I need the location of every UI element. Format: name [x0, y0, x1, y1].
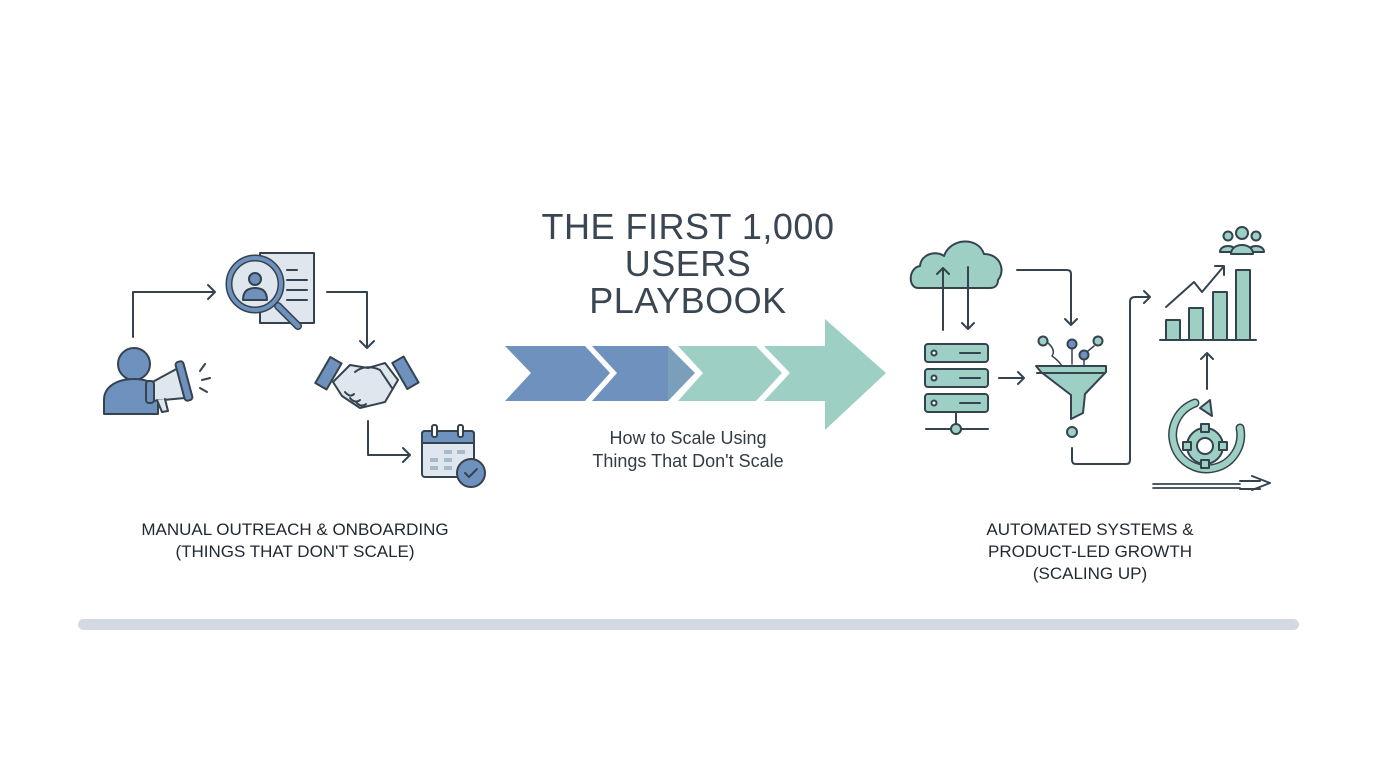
title-line-1: THE FIRST 1,000: [541, 206, 835, 247]
left-caption-line-2: (THINGS THAT DON'T SCALE): [175, 542, 415, 561]
subtitle: How to Scale Using Things That Don't Sca…: [538, 427, 838, 473]
candidate-search-icon: [225, 252, 315, 330]
cloud-icon: [909, 240, 1003, 289]
server-icon: [924, 343, 989, 435]
chevron-segment-2: [592, 346, 668, 401]
subtitle-line-1: How to Scale Using: [609, 428, 767, 448]
calendar-check-icon: [421, 424, 486, 488]
arrow-head-segment: [764, 319, 886, 430]
title-line-2: USERS: [624, 243, 752, 284]
left-caption-line-1: MANUAL OUTREACH & ONBOARDING: [141, 520, 449, 539]
right-section-caption: AUTOMATED SYSTEMS & PRODUCT-LED GROWTH (…: [940, 519, 1240, 585]
connector-arrow-2: [326, 291, 375, 349]
growth-chart-icon: [1159, 265, 1257, 341]
right-caption-line-2: PRODUCT-LED GROWTH: [988, 542, 1192, 561]
chevron-segment-3: [678, 346, 782, 401]
chevron-segment-2-tip: [668, 346, 695, 401]
automation-cycle-icon: [1152, 398, 1271, 491]
right-caption-line-1: AUTOMATED SYSTEMS &: [986, 520, 1194, 539]
page-title: THE FIRST 1,000 USERS PLAYBOOK: [488, 208, 888, 319]
timeline-bar: [78, 619, 1299, 630]
title-line-3: PLAYBOOK: [589, 280, 787, 321]
connector-server-funnel: [998, 371, 1025, 385]
connector-cloud-funnel: [1016, 269, 1078, 326]
handshake-icon: [314, 355, 420, 409]
connector-arrow-3: [367, 420, 411, 463]
left-section-caption: MANUAL OUTREACH & ONBOARDING (THINGS THA…: [100, 519, 490, 563]
gear-icon: [1182, 423, 1228, 469]
right-caption-line-3: (SCALING UP): [1032, 564, 1148, 583]
chevron-segment-1: [505, 346, 610, 401]
connector-funnel-chart: [1071, 290, 1151, 465]
connector-arrow-1: [132, 284, 216, 338]
cloud-to-server-arrows: [936, 266, 975, 331]
users-group-icon: [1219, 226, 1265, 255]
subtitle-line-2: Things That Don't Scale: [592, 451, 784, 471]
connector-cycle-chart: [1200, 352, 1214, 390]
funnel-icon: [1035, 335, 1107, 438]
person-megaphone-icon: [103, 347, 211, 415]
